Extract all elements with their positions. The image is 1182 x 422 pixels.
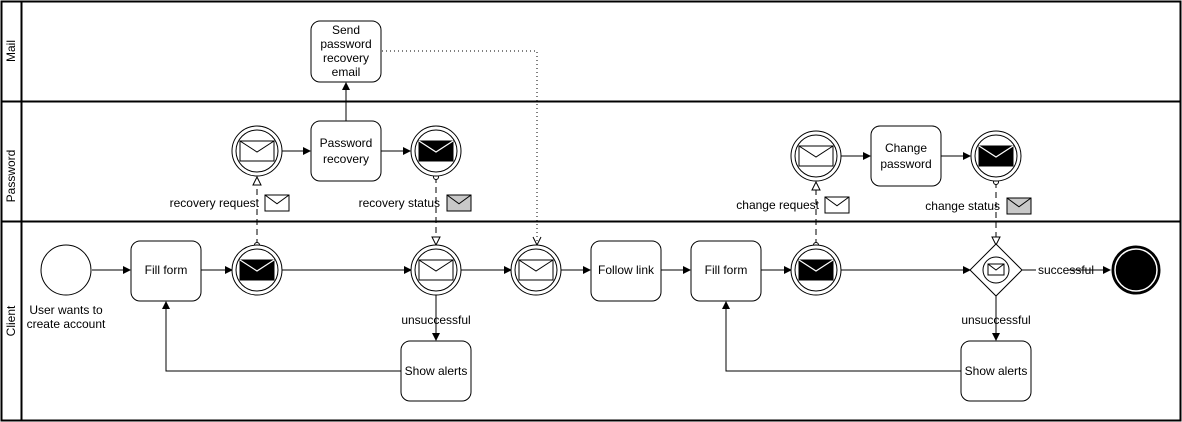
throw-message-event-request-2[interactable] (790, 244, 842, 296)
task-change-password[interactable]: Change password (870, 125, 942, 187)
catch-message-event-status-1[interactable] (410, 244, 462, 296)
throw-message-event-change-status[interactable] (970, 130, 1022, 182)
flow-label-unsuccessful-2: unsuccessful (961, 313, 1030, 327)
task-fill-form-1[interactable]: Fill form (130, 240, 202, 302)
task-label: Send (332, 23, 360, 37)
lane-password-label: Password (4, 150, 18, 203)
message-icon-recovery-status (446, 194, 472, 212)
envelope-icon (418, 140, 454, 162)
task-password-recovery[interactable]: Password recovery (310, 120, 382, 182)
flow-label-unsuccessful-1: unsuccessful (401, 313, 470, 327)
start-event[interactable] (40, 244, 92, 296)
message-icons (264, 194, 1032, 215)
catch-message-event-recovery[interactable] (231, 125, 283, 177)
envelope-icon (987, 263, 1005, 276)
throw-message-event-request-1[interactable] (231, 244, 283, 296)
envelope-icon (418, 259, 454, 281)
message-label-change-request: change request (736, 198, 819, 212)
start-event-label: User wants to (29, 303, 103, 317)
message-icon-recovery-request (264, 194, 290, 212)
envelope-icon (798, 145, 834, 167)
message-icon-change-request (824, 196, 850, 214)
message-flows (257, 50, 996, 245)
flow-label-successful: successful (1038, 263, 1094, 277)
envelope-icon (798, 259, 834, 281)
task-label: Fill form (705, 263, 748, 277)
message-icon-change-status (1006, 197, 1032, 215)
start-event-label: create account (27, 317, 106, 331)
envelope-icon (239, 140, 275, 162)
message-label-recovery-request: recovery request (170, 196, 260, 210)
lane-client-label: Client (4, 305, 18, 336)
envelope-icon (518, 259, 554, 281)
lane-mail-label: Mail (4, 40, 18, 62)
task-label: password (320, 37, 371, 51)
task-follow-link[interactable]: Follow link (590, 240, 662, 302)
task-label: password (880, 157, 931, 171)
task-label: Show alerts (965, 364, 1028, 378)
task-show-alerts-2[interactable]: Show alerts (960, 340, 1032, 402)
event-based-gateway[interactable] (969, 243, 1023, 297)
throw-message-event-recovery-status[interactable] (410, 125, 462, 177)
envelope-icon (978, 145, 1014, 167)
intermediate-events (231, 125, 1022, 296)
end-event[interactable] (1111, 245, 1161, 295)
envelope-icon (239, 259, 275, 281)
flow-label-bg (1037, 262, 1068, 276)
task-label: Fill form (145, 263, 188, 277)
task-send-password-recovery-email[interactable]: Send password recovery email (310, 20, 382, 83)
task-label: Password (320, 136, 373, 150)
catch-message-event-change[interactable] (790, 130, 842, 182)
task-show-alerts-1[interactable]: Show alerts (400, 340, 472, 402)
task-fill-form-2[interactable]: Fill form (690, 240, 762, 302)
task-label: email (332, 65, 361, 79)
message-label-recovery-status: recovery status (359, 196, 440, 210)
task-label: recovery (323, 152, 369, 166)
task-label: recovery (323, 51, 369, 65)
message-label-change-status: change status (925, 199, 1000, 213)
task-label: Follow link (598, 263, 655, 277)
task-label: Show alerts (405, 364, 468, 378)
catch-message-event-email[interactable] (510, 244, 562, 296)
sequence-flows (92, 82, 1111, 372)
task-label: Change (885, 141, 927, 155)
